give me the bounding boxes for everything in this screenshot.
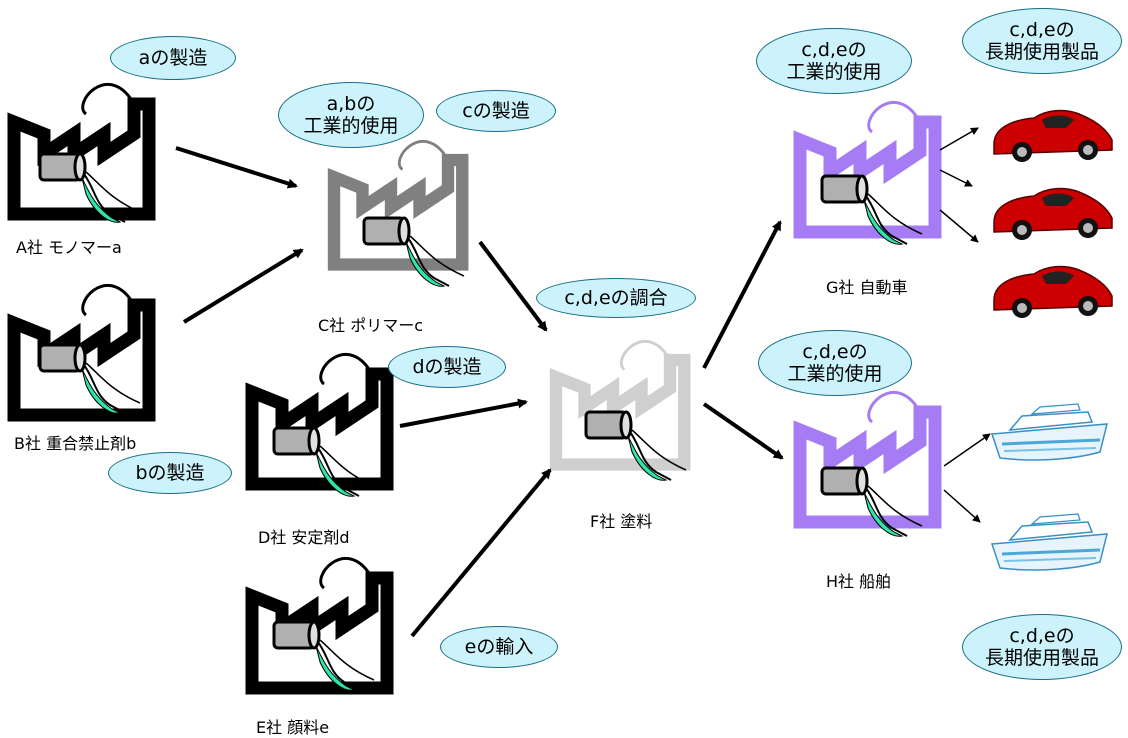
arrow-g-to-car1 <box>939 127 979 151</box>
arrow-a-to-c <box>175 146 298 189</box>
bubble-cde-long-term-bottom: c,d,eの 長期使用製品 <box>962 614 1122 680</box>
car-icon <box>993 265 1113 319</box>
company-b-label: B社 重合禁止剤b <box>14 434 137 453</box>
factory-c-icon <box>334 141 464 288</box>
company-e-label: E社 顔料e <box>256 718 330 737</box>
arrow-c-to-f <box>478 240 548 332</box>
company-h-label: H社 船舶 <box>826 572 892 591</box>
ship-icon <box>990 402 1109 462</box>
bubble-cde-long-term-top: c,d,eの 長期使用製品 <box>962 8 1122 74</box>
arrow-h-to-ship2 <box>943 489 981 523</box>
factory-a-icon <box>14 84 149 224</box>
bubble-d-manufacture: dの製造 <box>388 346 506 388</box>
company-a-label: A社 モノマーa <box>16 238 122 257</box>
car-icon <box>993 109 1113 163</box>
bubble-b-manufacture: bの製造 <box>108 452 232 494</box>
factory-d-icon <box>252 354 387 498</box>
company-g-label: G社 自動車 <box>826 278 908 297</box>
company-d-label: D社 安定剤d <box>258 528 350 547</box>
car-icon <box>993 187 1113 241</box>
ship-icon <box>990 512 1109 572</box>
factory-g-icon <box>800 102 935 246</box>
arrow-e-to-f <box>410 468 552 638</box>
bubble-a-manufacture: aの製造 <box>110 36 236 80</box>
bubble-cde-industrial-use-g: c,d,eの 工業的使用 <box>756 28 912 94</box>
arrow-g-to-car2 <box>939 169 973 187</box>
bubble-ab-industrial-use: a,bの 工業的使用 <box>278 82 424 148</box>
factory-b-icon <box>14 285 149 415</box>
arrow-f-to-g <box>702 220 782 369</box>
factory-h-icon <box>800 392 935 538</box>
company-c-label: C社 ポリマーc <box>318 316 424 335</box>
bubble-cde-industrial-use-h: c,d,eの 工業的使用 <box>758 330 912 396</box>
bubble-e-import: eの輸入 <box>440 626 558 668</box>
arrow-h-to-ship1 <box>943 433 991 467</box>
factory-f-icon <box>556 341 686 482</box>
bubble-cde-blending: c,d,eの調合 <box>536 278 696 318</box>
arrow-g-to-car3 <box>939 209 979 243</box>
arrow-f-to-h <box>702 402 784 460</box>
bubble-c-manufacture: cの製造 <box>436 90 556 132</box>
arrow-d-to-f <box>399 398 528 428</box>
company-f-label: F社 塗料 <box>590 512 653 531</box>
arrow-b-to-c <box>182 248 304 324</box>
factory-e-icon <box>252 558 387 690</box>
